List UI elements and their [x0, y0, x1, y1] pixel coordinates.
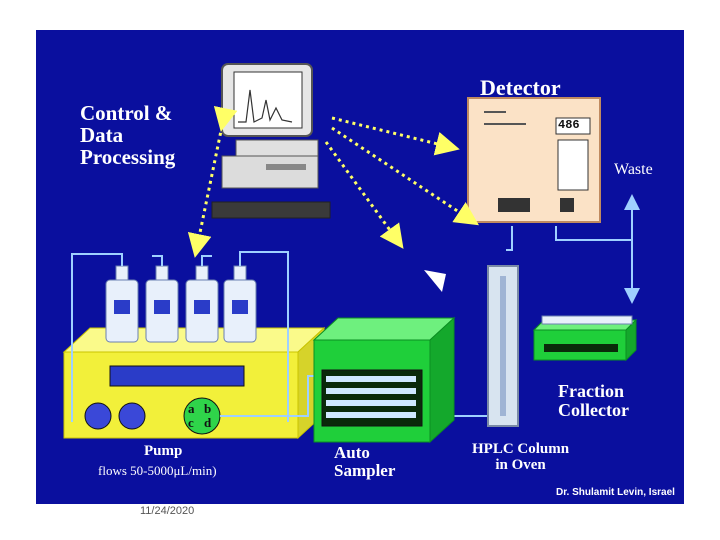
hplc-column	[487, 265, 519, 427]
fraction-collector-box	[532, 315, 638, 362]
hplc-column-label: HPLC Column in Oven	[472, 441, 570, 473]
hplc-diagram	[62, 63, 640, 444]
signal-arrows	[187, 105, 480, 258]
detector-box	[467, 97, 601, 223]
waste-label: Waste	[614, 161, 653, 178]
pump-flow-label: flows 50-5000μL/min)	[98, 463, 217, 478]
detector-label: Detector	[480, 75, 561, 100]
pump-box	[62, 326, 326, 440]
auto-sampler-box	[312, 316, 456, 444]
valve-label-b: b	[204, 401, 212, 416]
valve-label-c: c	[188, 415, 194, 430]
valve-label-a: a	[188, 401, 195, 416]
control-label: Control & Data Processing	[80, 101, 176, 170]
slide-date: 11/24/2020	[140, 505, 195, 517]
credit-label: Dr. Shulamit Levin, Israel	[556, 487, 675, 498]
pump-label: Pump	[144, 443, 183, 459]
diagram-slide: Control & Data Processing Detector 486 W…	[36, 30, 684, 504]
pointer-icon	[424, 270, 446, 292]
fraction-collector-label: Fraction Collector	[558, 381, 629, 420]
valve-label-d: d	[204, 415, 212, 430]
auto-sampler-label: Auto Sampler	[334, 443, 396, 480]
detector-display: 486	[558, 118, 580, 132]
computer-icon	[211, 63, 331, 219]
